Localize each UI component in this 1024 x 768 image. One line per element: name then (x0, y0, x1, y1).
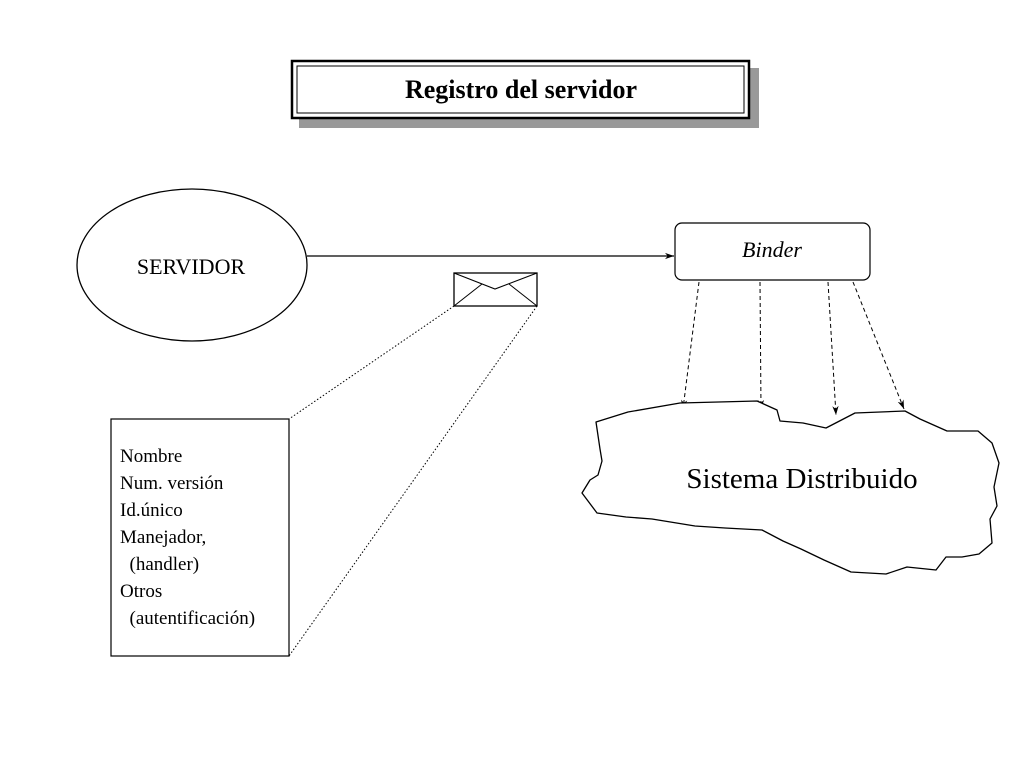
message-box-frame (110, 418, 290, 657)
field-unique-id: Id.único (120, 500, 183, 521)
binder-label: Binder (742, 237, 802, 262)
projection-line-top (288, 305, 455, 420)
message-content-box: Nombre Num. versión Id.único Manejador, … (110, 418, 290, 657)
server-node: SERVIDOR (76, 188, 308, 342)
distributed-system-node: Sistema Distribuido (581, 400, 1000, 575)
field-others: Otros (120, 581, 162, 602)
binder-arrow-4 (852, 281, 905, 410)
title-frame-outer (290, 59, 751, 120)
binder-node: Binder (674, 222, 871, 281)
projection-line-bottom (288, 305, 538, 657)
title-frame-inner (296, 65, 745, 114)
binder-to-system-arrows (680, 281, 905, 416)
binder-arrow-1 (680, 281, 700, 410)
server-label: SERVIDOR (137, 254, 246, 279)
envelope-icon (453, 272, 538, 307)
binder-arrow-2 (757, 281, 765, 410)
system-label: Sistema Distribuido (686, 463, 917, 495)
field-version: Num. versión (120, 473, 224, 494)
field-handler-note: (handler) (120, 554, 199, 575)
binder-box (674, 222, 871, 281)
cloud-shape (581, 400, 1000, 575)
field-handler: Manejador, (120, 527, 206, 548)
page-title: Registro del servidor (405, 75, 637, 104)
server-ellipse (76, 188, 308, 342)
title-box: Registro del servidor (290, 59, 759, 128)
field-others-note: (autentificación) (120, 608, 255, 629)
binder-arrow-3 (827, 281, 839, 416)
field-name: Nombre (120, 446, 182, 467)
